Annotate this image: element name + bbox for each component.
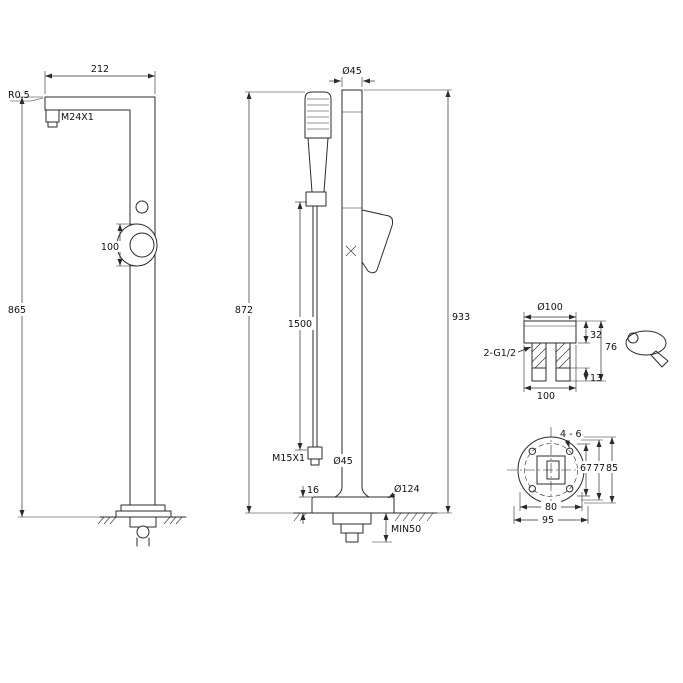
bolt-hole [566, 447, 574, 455]
dim-base-diameter: Ø124 [394, 484, 420, 495]
dim-inlet-thread: 2-G1/2 [484, 348, 516, 359]
shower-handle [307, 137, 329, 193]
base-plate [311, 496, 395, 514]
dim-stub-length: 13 [590, 373, 602, 384]
body-silhouette [625, 330, 669, 368]
side-floor-hatching [293, 512, 434, 522]
dim-height: 865 [8, 305, 26, 316]
dim-knob-size: 100 [101, 242, 119, 253]
dim-base-dia: Ø100 [537, 302, 563, 313]
dim-column-diameter: Ø45 [333, 456, 353, 467]
front-view: 212 R0.5 M24X1 100 865 [4, 64, 187, 547]
supply-connector [136, 525, 150, 539]
bolt-hole [528, 485, 536, 493]
dim-c: 85 [606, 463, 618, 474]
dim-overall-height: 933 [452, 312, 470, 323]
dim-hose-thread: M15X1 [272, 453, 305, 464]
dim-base-thickness: 16 [307, 485, 319, 496]
dim-b: 77 [593, 463, 605, 474]
dim-d: 80 [545, 502, 557, 513]
diverter-button [135, 200, 149, 214]
dim-hose-length: 1500 [288, 319, 312, 330]
front-floor-hatching [97, 516, 183, 525]
dim-holes: 4 - 6 [560, 429, 582, 440]
dim-spout-thread: M24X1 [61, 112, 94, 123]
shower-head [304, 91, 332, 139]
front-outline [44, 96, 187, 547]
lever-handle [361, 209, 394, 274]
side-outline [292, 89, 438, 543]
control-knob [116, 223, 158, 267]
dim-rail-height: 872 [235, 305, 253, 316]
dim-a: 67 [580, 463, 592, 474]
bolt-hole [566, 485, 574, 493]
side-view: Ø45 872 1500 933 M15X1 Ø45 16 Ø124 MIN50 [231, 66, 470, 543]
rail-bracket [305, 191, 327, 207]
side-dimension-lines [245, 77, 452, 543]
dim-top-diameter: Ø45 [342, 66, 362, 77]
dim-spout-reach: 212 [91, 64, 109, 75]
dim-e: 95 [542, 515, 554, 526]
base-side-dimension-lines [517, 312, 606, 392]
dim-min-floor-depth: MIN50 [391, 524, 421, 535]
dim-body-height: 32 [590, 330, 602, 341]
dim-base-width: 100 [537, 391, 555, 402]
dim-total-height: 76 [605, 342, 617, 353]
base-plan-detail: 4 - 6 67 77 85 80 95 [507, 427, 620, 526]
front-dimension-lines [10, 71, 156, 518]
hand-shower [304, 91, 332, 466]
bolt-hole [528, 447, 536, 455]
base-side-outline [523, 320, 577, 382]
base-side-detail: Ø100 2-G1/2 32 76 13 100 [484, 302, 669, 402]
dim-corner-radius: R0.5 [8, 90, 30, 101]
